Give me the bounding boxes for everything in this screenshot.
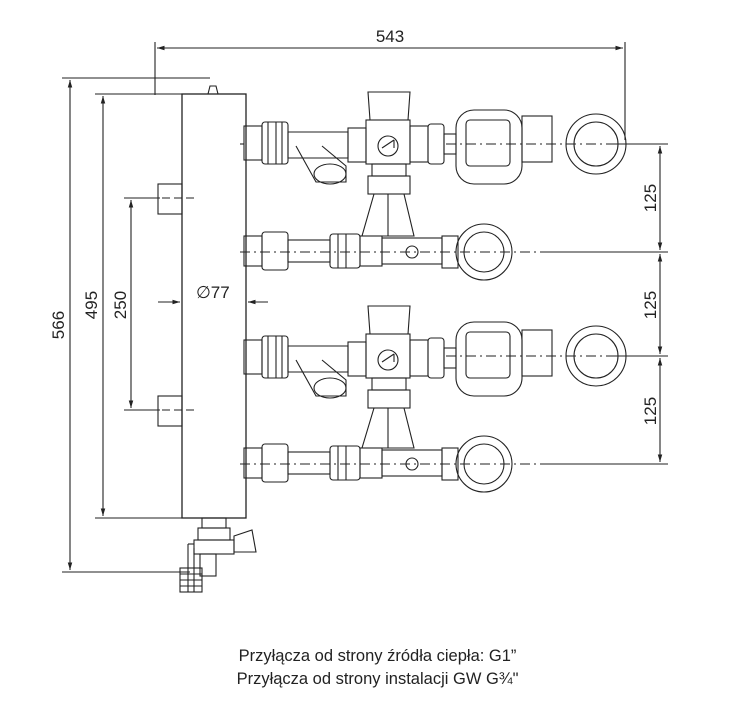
drain-valve bbox=[179, 517, 257, 593]
supply-line-lower bbox=[243, 305, 640, 399]
return-line-upper bbox=[240, 223, 540, 281]
label-connection-spacing: 250 bbox=[111, 291, 130, 319]
pump-group-upper bbox=[240, 91, 640, 281]
pump-group-lower bbox=[240, 305, 640, 493]
label-vertical-spacing-2: 125 bbox=[641, 291, 660, 319]
supply-line-upper bbox=[240, 91, 640, 185]
hydraulic-header bbox=[150, 85, 268, 519]
label-vertical-spacing-1: 125 bbox=[641, 184, 660, 212]
label-overall-height: 566 bbox=[49, 311, 68, 339]
dimension-vertical-spacing bbox=[540, 143, 668, 465]
return-line-lower bbox=[240, 435, 540, 493]
dimension-header-height bbox=[95, 93, 182, 519]
label-vertical-spacing-3: 125 bbox=[641, 397, 660, 425]
dimension-overall-width bbox=[154, 42, 626, 140]
label-header-height: 495 bbox=[82, 291, 101, 319]
label-header-diameter: ∅77 bbox=[196, 283, 230, 302]
label-overall-width: 543 bbox=[376, 27, 404, 46]
caption-heat-source-connections: Przyłącza od strony źródła ciepła: G1” bbox=[238, 647, 517, 665]
dimension-overall-height bbox=[62, 77, 210, 573]
caption-installation-connections: Przyłącza od strony instalacji GW G¾" bbox=[236, 670, 519, 688]
